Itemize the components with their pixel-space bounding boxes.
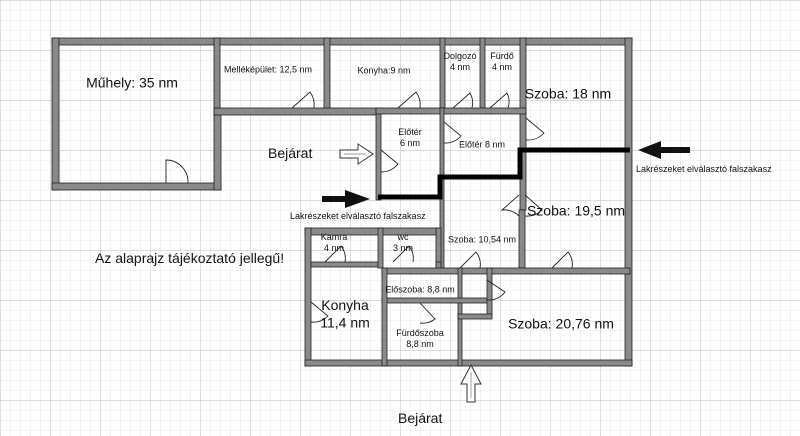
wall-segment: [304, 227, 312, 367]
wall-segment: [304, 359, 633, 367]
door-swing: [392, 245, 414, 263]
door-swing: [380, 149, 399, 173]
room-label-wc: 3 nm: [393, 243, 413, 253]
room-label-dolgozo: 4 nm: [450, 62, 470, 72]
entrance-arrow-top: [339, 143, 374, 165]
door-swing: [525, 117, 545, 141]
wall-segment: [439, 37, 446, 109]
divider-wall: [378, 147, 630, 200]
entrance-arrow-bottom: [460, 363, 482, 403]
room-label-furdo4: 4 nm: [492, 62, 512, 72]
door-swing: [310, 301, 329, 323]
room-label-mellek: Melléképület: 12,5 nm: [224, 64, 312, 74]
door-swing: [452, 92, 474, 109]
door-swing: [500, 194, 520, 217]
room-label-dolgozo: Dolgozó: [443, 51, 476, 61]
door-swing: [165, 159, 189, 184]
divider-arrow-left: [322, 190, 370, 208]
wall-segment: [51, 37, 60, 191]
room-label-kamra: 4 nm: [324, 243, 344, 253]
entrance-label-top: Bejárat: [268, 145, 312, 161]
wall-segment: [381, 297, 489, 304]
room-labels: Műhely: 35 nm Melléképület: 12,5 nm Konyha…: [86, 51, 625, 349]
wall-segment: [519, 37, 527, 211]
door-swing: [443, 121, 462, 144]
walls: [51, 37, 633, 367]
wall-segment: [479, 37, 486, 109]
wall-segment: [213, 37, 221, 109]
entrance-label-bottom: Bejárat: [398, 410, 442, 426]
door-swing: [324, 245, 346, 263]
wall-segment: [213, 107, 222, 191]
door-swing: [486, 279, 506, 301]
room-label-furdoszoba: 8,8 nm: [406, 339, 434, 349]
wall-segment: [375, 107, 527, 115]
room-label-eloter6: Előtér: [398, 127, 422, 137]
room-label-furdo4: Fürdő: [490, 51, 514, 61]
wall-segment: [51, 182, 222, 191]
room-label-szoba2076: Szoba: 20,76 nm: [508, 316, 614, 332]
room-label-furdoszoba: Fürdőszoba: [396, 328, 444, 338]
room-label-szoba18: Szoba: 18 nm: [525, 86, 611, 102]
room-label-konyha114: 11,4 nm: [320, 314, 370, 330]
room-label-szoba195: Szoba: 19,5 nm: [527, 203, 625, 219]
room-label-eloter8: Előtér 8 nm: [459, 139, 505, 149]
wall-segment: [381, 267, 631, 275]
room-label-konyha9: Konyha:9 nm: [357, 65, 410, 75]
doors: [165, 91, 573, 324]
room-label-eloszoba: Előszoba: 8,8 nm: [385, 284, 455, 294]
wall-segment: [486, 267, 493, 317]
door-swing: [397, 91, 421, 109]
wall-segment: [377, 227, 384, 269]
divider-label-right: Lakrészeket elválasztó falszakasz: [636, 164, 772, 174]
wall-segment: [375, 107, 382, 201]
divider-label-left: Lakrészeket elválasztó falszakasz: [290, 211, 426, 221]
door-swing: [489, 92, 510, 109]
wall-segment: [323, 37, 331, 109]
wall-segment: [213, 107, 377, 116]
wall-segment: [310, 261, 382, 268]
door-swing: [459, 251, 481, 269]
door-swing: [291, 91, 315, 109]
door-swing: [524, 194, 543, 217]
room-label-szoba1054: Szoba: 10,54 nm: [448, 234, 516, 244]
room-label-konyha114: Konyha: [321, 297, 369, 313]
wall-segment: [518, 209, 526, 269]
wall-segment: [457, 313, 493, 320]
wall-segment: [624, 37, 633, 367]
wall-segment: [51, 37, 633, 46]
room-label-eloter6: 6 nm: [400, 138, 420, 148]
room-label-wc: wc: [397, 232, 409, 242]
wall-segment: [381, 267, 388, 367]
disclaimer-note: Az alaprajz tájékoztató jellegű!: [95, 250, 284, 266]
room-label-kamra: Kamra: [321, 232, 348, 242]
door-swing: [419, 302, 436, 324]
room-label-muhely: Műhely: 35 nm: [86, 75, 178, 91]
door-swing: [551, 251, 573, 269]
divider-arrow-right: [638, 141, 690, 159]
